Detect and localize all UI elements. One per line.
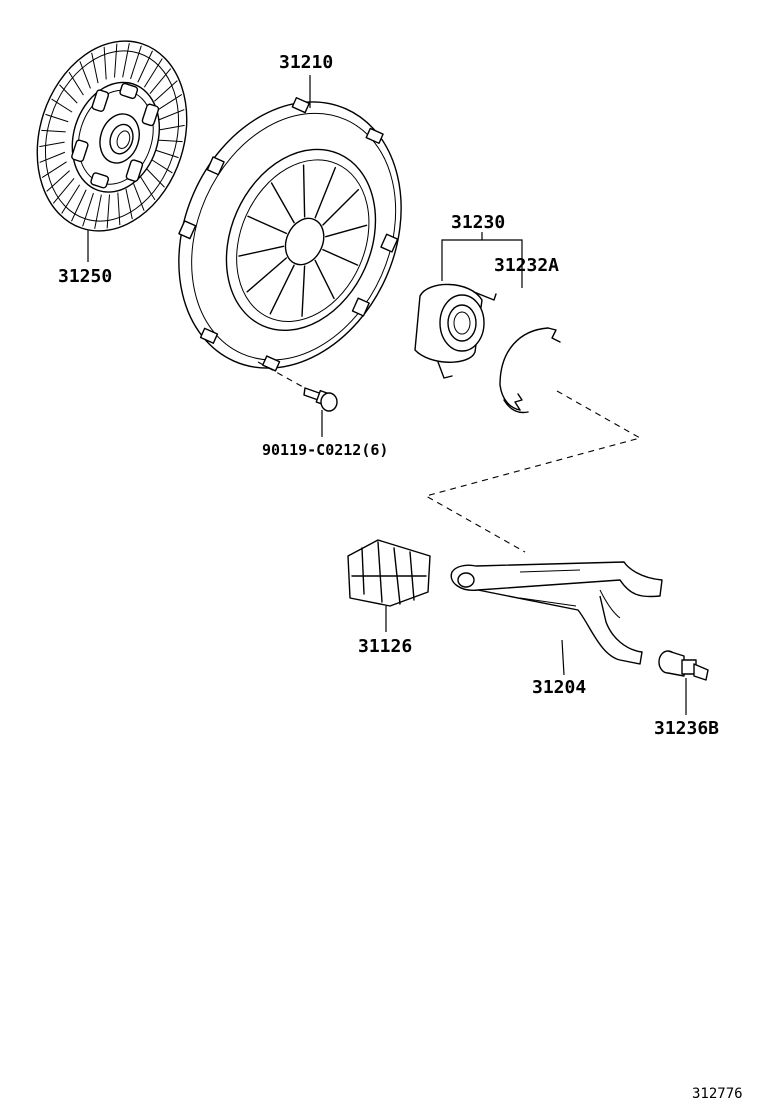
fork-boot-drawing[interactable] bbox=[347, 539, 431, 607]
label-31232a: 31232A bbox=[494, 255, 559, 276]
clutch-cover-drawing[interactable] bbox=[138, 66, 442, 404]
retaining-clip-drawing[interactable] bbox=[499, 327, 561, 414]
clutch-disc-drawing[interactable] bbox=[14, 21, 211, 250]
label-31230: 31230 bbox=[451, 212, 505, 233]
label-31126: 31126 bbox=[358, 636, 412, 657]
release-fork-drawing[interactable] bbox=[450, 561, 663, 665]
label-31236b: 31236B bbox=[654, 718, 719, 739]
pivot-stud-drawing[interactable] bbox=[658, 650, 709, 681]
label-31204: 31204 bbox=[532, 677, 586, 698]
label-31210: 31210 bbox=[279, 52, 333, 73]
release-bearing-drawing[interactable] bbox=[414, 283, 497, 379]
label-90119-c0212: 90119-C0212(6) bbox=[262, 441, 388, 459]
label-31250: 31250 bbox=[58, 266, 112, 287]
figure-number: 312776 bbox=[692, 1086, 743, 1102]
bolt-drawing[interactable] bbox=[303, 387, 338, 412]
